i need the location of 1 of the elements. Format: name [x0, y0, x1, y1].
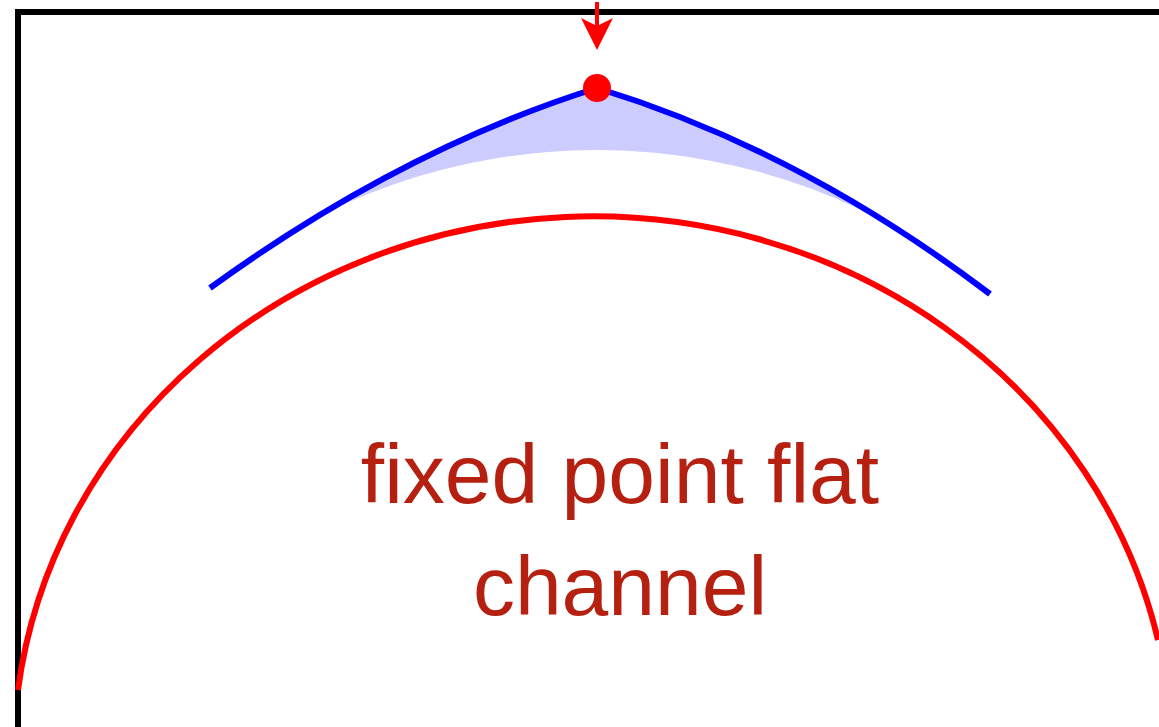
- annotation-text: fixed point flat channel: [359, 426, 881, 635]
